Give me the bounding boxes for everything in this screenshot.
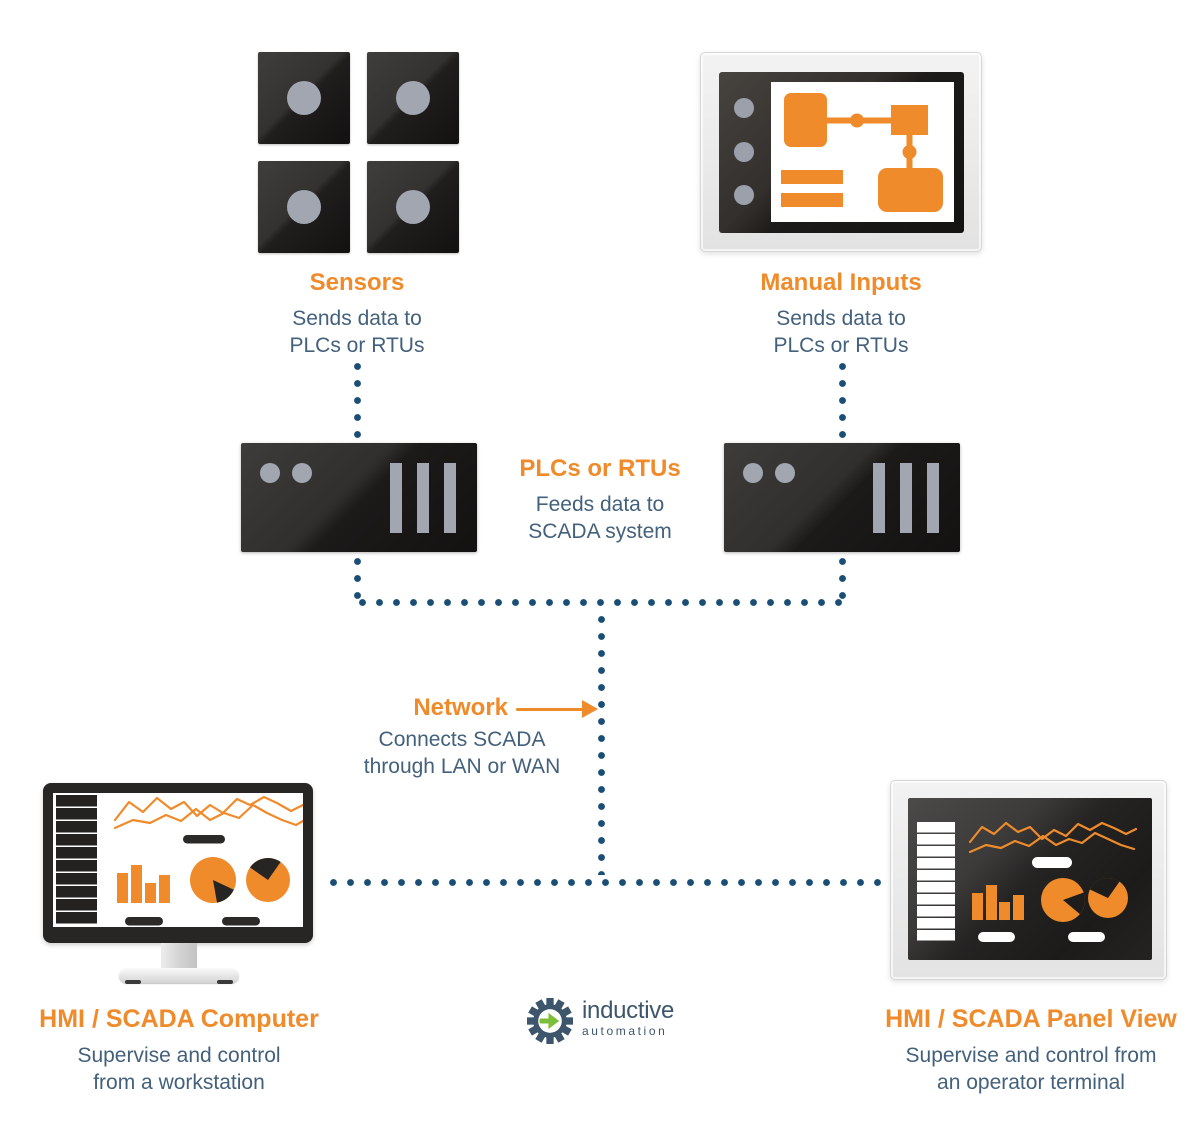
plc-led-icon (260, 463, 280, 483)
network-title: Network (413, 694, 508, 721)
connector-manual-inputs-to-plc (838, 358, 846, 442)
plcs-desc-line1: Feeds data to (535, 493, 665, 516)
connector-plc-left-down (353, 553, 361, 604)
network-desc-line2: through LAN or WAN (363, 755, 561, 778)
plc-led-icon (292, 463, 312, 483)
hmi-panel-label: HMI / SCADA Panel View Supervise and con… (879, 1005, 1183, 1096)
gear-logo-icon (527, 998, 573, 1044)
scada-dashboard-graphic (56, 795, 303, 926)
connector-plc-bus (353, 599, 846, 606)
sensor-lens-icon (396, 81, 430, 115)
connector-sensors-to-plc (353, 358, 361, 442)
hmi-panel-desc-line2: an operator terminal (937, 1071, 1125, 1094)
monitor-screen (53, 793, 303, 927)
sensor-icon (367, 161, 459, 253)
plc-slot-icon (873, 463, 885, 533)
line-chart-graphic (113, 795, 303, 830)
flowchart-graphic (781, 93, 943, 212)
plc-slot-icon (900, 463, 912, 533)
monitor-foot (125, 980, 141, 984)
plcs-label: PLCs or RTUs Feeds data to SCADA system (488, 455, 712, 545)
plc-slot-icon (390, 463, 402, 533)
scada-dashboard-graphic (917, 821, 1138, 942)
manual-inputs-title: Manual Inputs (760, 269, 922, 296)
screen-pill (978, 932, 1015, 942)
screen-pill (125, 917, 163, 926)
hmi-panel-desc-line1: Supervise and control from (905, 1044, 1157, 1067)
monitor-foot (217, 980, 233, 984)
green-arrow-icon (539, 1012, 560, 1030)
list-bars-graphic (56, 795, 97, 924)
sensors-label: Sensors Sends data to PLCs or RTUs (255, 269, 459, 359)
manual-inputs-desc-line2: PLCs or RTUs (773, 334, 909, 357)
plcs-desc-line2: SCADA system (528, 520, 672, 543)
network-desc-label: Connects SCADA through LAN or WAN (352, 726, 572, 780)
screen-pill (183, 835, 225, 844)
plc-led-icon (743, 463, 763, 483)
line-chart-graphic (968, 821, 1138, 854)
sensors-desc-line2: PLCs or RTUs (289, 334, 425, 357)
pie-charts-graphic (1041, 877, 1128, 922)
sensors-icon-group (258, 52, 459, 253)
touch-panel-body (719, 72, 964, 233)
plc-led-icon (775, 463, 795, 483)
screen-pill (222, 917, 260, 926)
inductive-automation-logo: inductive automation (527, 998, 674, 1044)
panel-led-icon (734, 98, 754, 118)
plc-slot-icon (444, 463, 456, 533)
connector-hmi-bus (325, 878, 887, 886)
panel-led-icon (734, 185, 754, 205)
list-bars-graphic (917, 822, 955, 941)
monitor-stand-neck (161, 943, 197, 971)
logo-sub-text: automation (582, 1024, 668, 1038)
manual-inputs-label: Manual Inputs Sends data to PLCs or RTUs (719, 269, 963, 359)
logo-wordmark: inductive automation (582, 998, 674, 1038)
bar-chart-graphic (972, 885, 1024, 920)
monitor-icon (43, 783, 313, 943)
hmi-computer-label: HMI / SCADA Computer Supervise and contr… (27, 1005, 331, 1096)
plc-device-icon (241, 443, 477, 552)
connector-network-trunk (597, 611, 605, 875)
sensor-lens-icon (287, 81, 321, 115)
panel-led-icon (734, 142, 754, 162)
sensor-lens-icon (287, 190, 321, 224)
connector-plc-right-down (838, 553, 846, 604)
logo-brand-text: inductive (582, 997, 675, 1024)
plc-device-icon (724, 443, 960, 552)
network-title-label: Network (356, 694, 508, 722)
plcs-title: PLCs or RTUs (519, 455, 681, 482)
pie-charts-graphic (190, 857, 290, 903)
touch-panel-screen (771, 82, 954, 222)
sensor-lens-icon (396, 190, 430, 224)
screen-pill (1068, 932, 1105, 942)
screen-pill (1032, 857, 1072, 868)
sensors-desc-line1: Sends data to (292, 307, 422, 330)
touch-panel-icon (700, 52, 982, 252)
hmi-computer-desc-line2: from a workstation (93, 1071, 265, 1094)
bar-chart-graphic (117, 865, 170, 903)
manual-inputs-desc-line1: Sends data to (776, 307, 906, 330)
panel-view-screen (908, 798, 1152, 960)
hmi-panel-title: HMI / SCADA Panel View (885, 1005, 1177, 1033)
network-arrow-icon (516, 708, 584, 711)
panel-view-icon (890, 780, 1167, 980)
network-arrowhead-icon (582, 700, 598, 718)
monitor-stand-base (119, 968, 239, 983)
hmi-computer-title: HMI / SCADA Computer (39, 1005, 319, 1033)
sensor-icon (258, 161, 350, 253)
sensor-icon (258, 52, 350, 144)
plc-slot-icon (417, 463, 429, 533)
sensor-icon (367, 52, 459, 144)
plc-slot-icon (927, 463, 939, 533)
hmi-computer-desc-line1: Supervise and control (77, 1044, 281, 1067)
sensors-title: Sensors (309, 269, 405, 296)
network-desc-line1: Connects SCADA (378, 728, 546, 751)
